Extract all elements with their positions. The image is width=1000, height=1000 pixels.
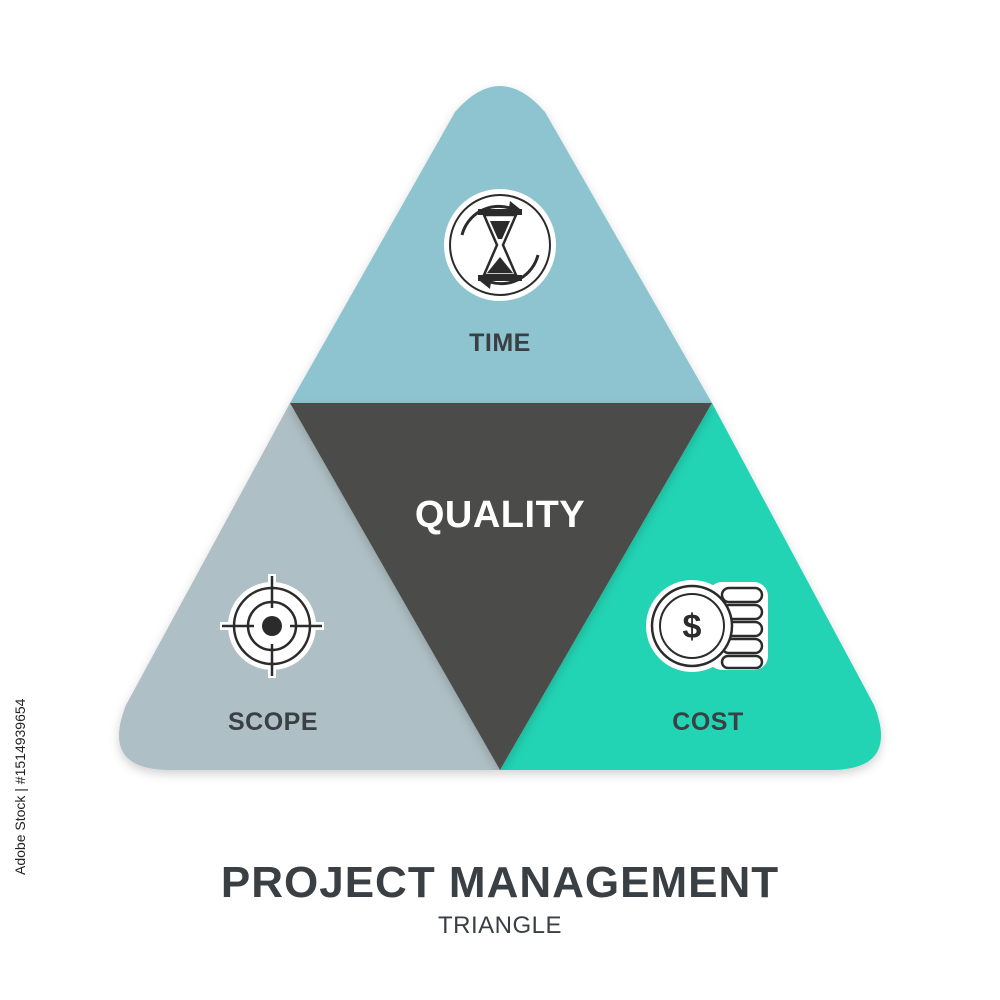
time-label: TIME (469, 329, 531, 357)
quality-label: QUALITY (415, 494, 585, 536)
stock-watermark-text: Adobe Stock | #1514939654 (12, 698, 28, 875)
hourglass-refresh-icon (444, 189, 556, 301)
scope-segment (118, 403, 501, 770)
quality-segment (290, 403, 712, 770)
diagram-title: PROJECT MANAGEMENT (220, 858, 780, 907)
cost-label: COST (672, 708, 743, 736)
diagram-subtitle: TRIANGLE (437, 912, 563, 939)
svg-text:$: $ (683, 608, 702, 646)
scope-label: SCOPE (228, 708, 318, 736)
coin-stack-dollar-icon: $ (646, 580, 768, 672)
target-crosshair-icon (220, 574, 324, 678)
